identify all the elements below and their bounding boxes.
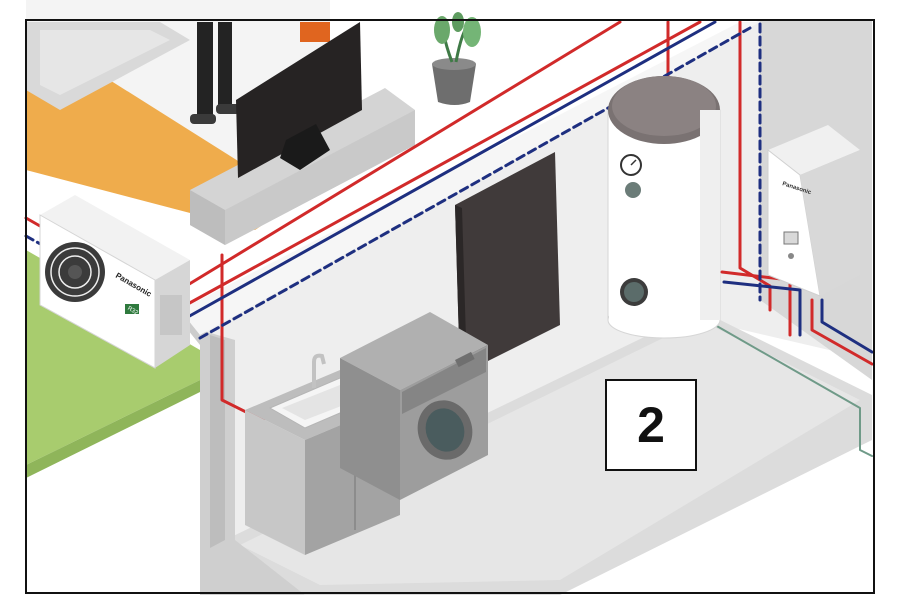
energy-badge bbox=[125, 304, 139, 314]
hot-pipe-right bbox=[810, 298, 874, 366]
heat-pump-outdoor-unit-icon: R32 Panasonic bbox=[39, 195, 190, 369]
hot-pipe-upper bbox=[184, 20, 622, 288]
step-number-box bbox=[605, 379, 697, 471]
television-icon bbox=[236, 22, 362, 178]
cold-pipe-ceiling bbox=[184, 20, 717, 320]
outdoor-unit-badge: R32 bbox=[126, 306, 139, 317]
hot-pipe-main bbox=[24, 216, 42, 228]
pipework bbox=[24, 20, 874, 457]
diagram-frame bbox=[25, 19, 875, 594]
cold-pipe-wall bbox=[722, 280, 802, 337]
indoor-hydro-unit-icon: Panasonic bbox=[767, 125, 860, 297]
hot-pipe-ceiling bbox=[184, 20, 702, 307]
cold-pipe-right bbox=[820, 298, 874, 354]
person-standing-icon bbox=[190, 22, 330, 124]
hot-water-cylinder-icon bbox=[607, 76, 721, 339]
washing-machine-icon bbox=[340, 312, 488, 500]
drain-pipe bbox=[714, 324, 873, 457]
potted-plant-icon bbox=[432, 12, 481, 105]
upper-living-room bbox=[26, 0, 481, 245]
control-panel bbox=[783, 231, 799, 245]
